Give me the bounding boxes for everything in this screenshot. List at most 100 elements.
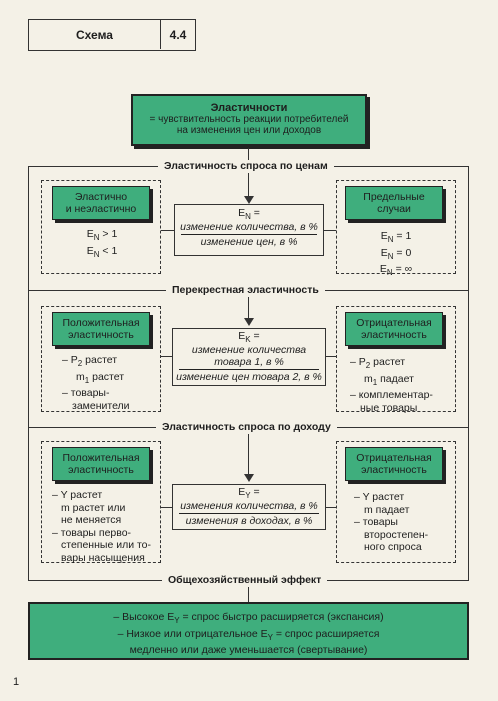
- section3-right-panel: [336, 441, 456, 563]
- s1-r-e1: E: [380, 230, 388, 242]
- s3-right-link: [326, 507, 336, 508]
- s3-right-box-l1: Отрицательная: [356, 452, 432, 464]
- section3-left-panel: [41, 441, 161, 563]
- s3-left-box-l2: эластичность: [68, 464, 134, 476]
- section3-left-text: – Y растет m растет или не меняется – то…: [52, 489, 160, 564]
- section3-arrow: [244, 474, 254, 482]
- s4-line1b: = спрос быстро расширяется (экспансия): [179, 611, 384, 623]
- s1-r-e3: E: [379, 263, 387, 276]
- s1-e1-sub: N: [93, 233, 100, 243]
- s1-r-e2-sub: N: [387, 251, 394, 261]
- s1-left-box-l2: и неэластично: [65, 203, 137, 215]
- section4-connector: [248, 587, 249, 602]
- s1-right-box-l1: Предельные: [363, 191, 425, 203]
- s3-left-box-l1: Положительная: [62, 452, 140, 464]
- s4-line1a: – Высокое E: [113, 611, 175, 623]
- s2-l-p: – P: [62, 354, 78, 366]
- section1-arrow: [244, 196, 254, 204]
- top-line2: на изменения цен или доходов: [176, 125, 322, 136]
- scheme-number: 4.4: [169, 27, 187, 42]
- s2-r-p: – P: [350, 356, 366, 368]
- s1-e2-sub: N: [93, 249, 100, 259]
- s2-left-box-l1: Положительная: [62, 317, 140, 329]
- s4-line1: – Высокое EY = спрос быстро расширяется …: [30, 611, 467, 628]
- s3-r-line5: ного спроса: [364, 541, 422, 553]
- s3-fraction-line: [179, 513, 319, 515]
- connector: [248, 148, 249, 166]
- section2-right-text: – P2 растет m1 падает – комплементар- ны…: [350, 356, 454, 414]
- s1-right-link: [324, 230, 336, 231]
- scheme-label: Схема: [29, 20, 161, 49]
- s1-right-box-l2: случаи: [377, 203, 411, 215]
- section2-left-text: – P2 растет m1 растет – товары- замените…: [62, 354, 158, 412]
- s2-fraction-line: [179, 369, 319, 371]
- s3-right-box-l2: эластичность: [361, 464, 427, 476]
- s2-denominator: изменение цен товара 2, в %: [176, 371, 322, 384]
- s4-line1-sub: Y: [174, 616, 180, 626]
- s3-numerator: изменения количества, в %: [180, 500, 318, 513]
- section4-title: Общехозяйственный эффект: [162, 574, 328, 586]
- s3-formula-eq: =: [250, 486, 260, 498]
- section3-connector: [248, 434, 249, 478]
- s1-r-e1-sub: N: [387, 235, 394, 245]
- s4-line2: – Низкое или отрицательное EY = спрос ра…: [30, 628, 467, 645]
- s2-r-m-sub: 1: [372, 377, 378, 387]
- s1-r-val2: = 0: [393, 246, 412, 259]
- section1-right-panel: [336, 180, 456, 274]
- scheme-header: Схема 4.4: [28, 19, 196, 51]
- s4-line2a: – Низкое или отрицательное E: [117, 627, 268, 640]
- top-line1: = чувствительность реакции потребителей: [149, 114, 349, 125]
- s3-formula-sub: Y: [245, 491, 251, 501]
- section2-right-panel: [336, 306, 456, 412]
- elasticity-definition-box: Эластичности = чувствительность реакции …: [131, 94, 367, 146]
- s1-denominator: изменение цен, в %: [200, 236, 298, 249]
- s3-r-line1: – Y растет: [354, 491, 405, 503]
- s2-r-goods2: ные товары: [360, 401, 418, 414]
- s2-formula-sub: K: [245, 335, 251, 345]
- s1-e2: E: [86, 244, 94, 257]
- section3-formula: EY = изменения количества, в % изменения…: [172, 484, 326, 530]
- s2-l-m-txt: растет: [89, 370, 125, 383]
- s3-l-line2: m растет или: [61, 501, 126, 514]
- section1-left-panel: [41, 180, 161, 274]
- s1-formula-e: E: [238, 207, 246, 219]
- s2-left-box-l2: эластичность: [68, 329, 134, 341]
- s1-e2-val: < 1: [99, 244, 118, 257]
- s3-l-line4: – товары перво-: [52, 526, 132, 539]
- s2-right-box-l1: Отрицательная: [356, 317, 432, 329]
- section2-formula: EK = изменение количества товара 1, в % …: [172, 328, 326, 386]
- s2-r-p-txt: растет: [370, 356, 406, 368]
- s2-l-m-sub: 1: [84, 375, 90, 385]
- s2-l-p-txt: растет: [82, 354, 118, 366]
- s1-r-val1: = 1: [393, 230, 412, 242]
- s2-l-goods1: – товары-: [62, 387, 110, 400]
- top-title: Эластичности: [210, 102, 288, 114]
- section2-connector: [248, 297, 249, 323]
- s1-r-e3-sub: N: [386, 268, 393, 278]
- s3-l-line6: вары насыщения: [61, 551, 145, 564]
- s2-right-box-l2: эластичность: [361, 329, 427, 341]
- s3-formula-e: E: [238, 486, 246, 498]
- section1-formula: EN = изменение количества, в % изменение…: [174, 204, 324, 256]
- s2-l-p-sub: 2: [77, 359, 83, 369]
- s3-r-line3: – товары: [354, 516, 398, 528]
- s4-line2b: = спрос расширяется: [272, 627, 380, 640]
- s4-line3: медленно или даже уменьшается (свертыван…: [129, 644, 368, 657]
- general-effect-box: – Высокое EY = спрос быстро расширяется …: [28, 602, 469, 660]
- s3-r-line2: m падает: [364, 503, 410, 516]
- s2-right-link: [326, 356, 336, 357]
- s1-e1: E: [86, 228, 94, 240]
- s3-r-line4: второстепен-: [364, 528, 429, 541]
- s2-numerator2: товара 1, в %: [214, 356, 284, 369]
- s1-formula-eq: =: [250, 207, 260, 219]
- section1-connector: [248, 173, 249, 201]
- s2-formula-eq: =: [250, 330, 260, 342]
- s2-r-m-txt: падает: [377, 372, 414, 385]
- s3-denominator: изменения в доходах, в %: [185, 515, 313, 528]
- s1-left-link: [161, 230, 174, 231]
